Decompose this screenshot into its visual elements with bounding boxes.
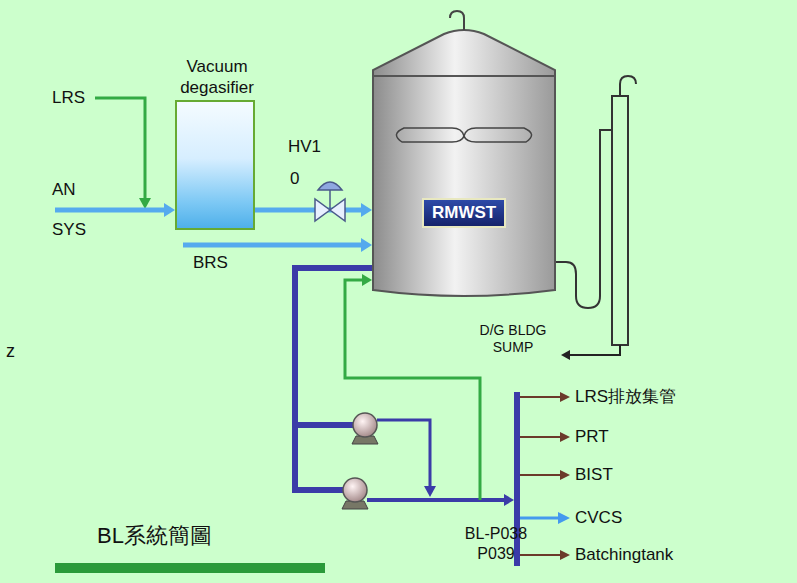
stream-label: LRS (52, 87, 85, 108)
pump-symbol (352, 413, 378, 444)
title-underline (55, 563, 325, 573)
destination-label: LRS排放集管 (575, 386, 676, 407)
arrow-head (164, 203, 175, 217)
arrow-heads (560, 392, 570, 560)
sump-drain-line (568, 345, 620, 355)
arrow-head (504, 494, 514, 506)
arrow-head (424, 486, 436, 497)
flow-connector (255, 182, 372, 221)
stray-mark: z (6, 340, 15, 363)
cvcs-branch-line (520, 517, 560, 520)
brs-feed-line (183, 243, 363, 248)
lrs-feed-line (95, 98, 145, 200)
destination-label: D/G BLDG SUMP (470, 322, 556, 356)
valve-tag: HV1 (288, 136, 321, 157)
arrow-head (139, 198, 151, 209)
pump-symbol (342, 478, 368, 509)
tank-outline (372, 10, 556, 302)
pump-tag: BL-P038 P039 (456, 524, 536, 564)
arrow-head (558, 512, 570, 524)
storage-tank: RMWST (372, 10, 556, 302)
stream-label: BRS (193, 252, 228, 273)
stream-label: AN SYS (52, 170, 92, 250)
degasifier-vessel: Vacuum degasifier (175, 100, 255, 230)
diagram-title: BL系統簡圖 (97, 522, 212, 550)
destination-label: BIST (575, 464, 613, 485)
vent-tube (612, 96, 628, 345)
loop-seal-pipe (556, 130, 612, 308)
destination-label: Batchingtank (575, 544, 673, 565)
destination-label: CVCS (575, 507, 622, 528)
valve-state: 0 (290, 168, 299, 189)
arrow-head (361, 238, 372, 252)
hand-valve-symbol (315, 182, 345, 221)
discharge-pipe (367, 498, 506, 502)
arrow-head (362, 274, 372, 286)
destination-label: PRT (575, 426, 609, 447)
an-sys-feed-line (55, 208, 166, 213)
discharge-pipe (377, 420, 430, 488)
recirculation-line (345, 280, 480, 500)
tank-tag: RMWST (422, 198, 506, 228)
suction-pipe (295, 422, 353, 428)
vessel-heading: Vacuum degasifier (165, 56, 269, 98)
vent-hook (620, 76, 636, 96)
arrow-head (561, 350, 570, 360)
